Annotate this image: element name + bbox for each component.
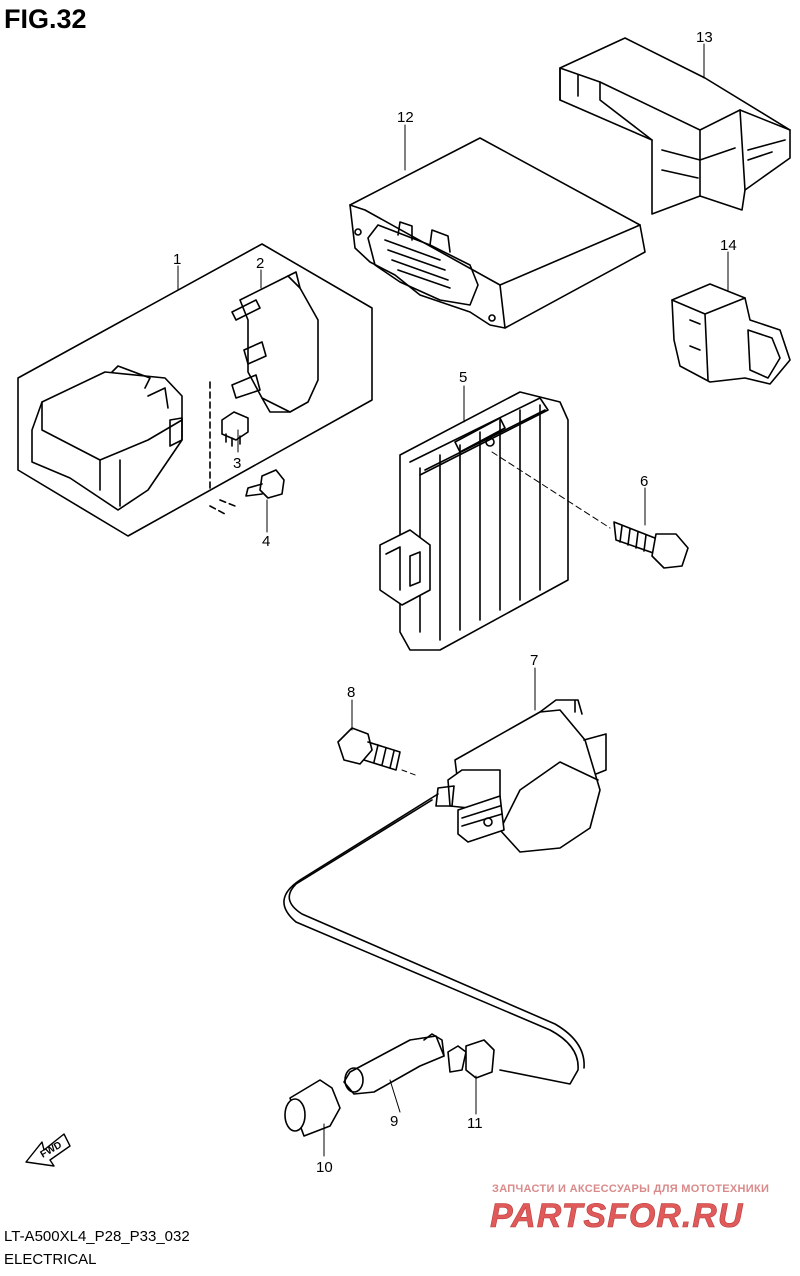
part-8-bolt — [337, 727, 419, 777]
part-9-plug-cap — [343, 1033, 445, 1095]
leader-lines — [177, 43, 729, 1157]
callout-11: 11 — [467, 1115, 483, 1132]
part-4-bolt — [245, 469, 285, 499]
watermark-brand: PARTSFOR.RU — [490, 1197, 744, 1235]
part-6-bolt — [491, 451, 689, 569]
part-7-ignition-coil — [283, 699, 607, 1085]
callout-4: 4 — [262, 533, 270, 550]
callout-14: 14 — [720, 237, 737, 254]
watermark-tagline: ЗАПЧАСТИ И АКСЕССУАРЫ ДЛЯ МОТОТЕХНИКИ — [492, 1183, 770, 1195]
callout-5: 5 — [459, 369, 467, 386]
part-2-relay-cover — [231, 271, 319, 413]
callout-1: 1 — [173, 251, 181, 268]
part-13-cover — [559, 37, 791, 215]
callout-13: 13 — [696, 29, 713, 46]
callout-9: 9 — [390, 1113, 398, 1130]
part-11-grommet — [447, 1039, 495, 1079]
callout-8: 8 — [347, 684, 355, 701]
part-3-fuse — [221, 411, 249, 447]
callout-3: 3 — [233, 455, 241, 472]
fwd-arrow-icon: FWD — [25, 1133, 71, 1167]
section-name: ELECTRICAL — [4, 1251, 97, 1268]
callout-labels: 1 2 3 4 5 6 7 8 9 10 11 12 13 14 — [173, 29, 737, 1176]
callout-7: 7 — [530, 652, 538, 669]
figure-code: LT-A500XL4_P28_P33_032 — [4, 1228, 190, 1245]
part-12-ecm — [349, 137, 646, 329]
part-1-relay-kit — [17, 243, 373, 537]
part-5-regulator — [379, 391, 569, 651]
figure-title: FIG.32 — [4, 4, 87, 34]
part-10-cap — [284, 1079, 341, 1137]
callout-6: 6 — [640, 473, 648, 490]
callout-12: 12 — [397, 109, 414, 126]
part-14-connector — [671, 283, 791, 385]
watermark-logo: PARTSFOR.RU — [490, 1197, 744, 1236]
callout-10: 10 — [316, 1159, 333, 1176]
callout-2: 2 — [256, 255, 264, 272]
